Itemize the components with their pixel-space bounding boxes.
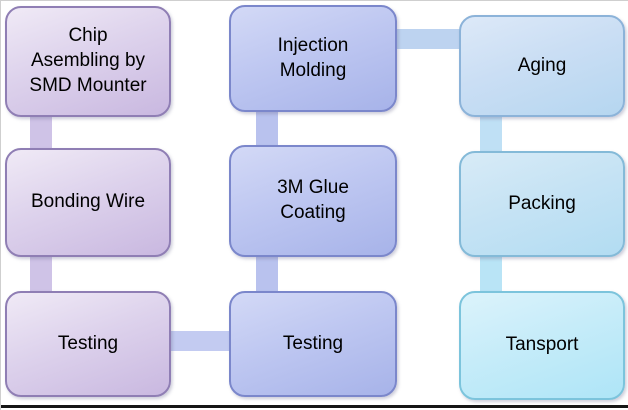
flow-node-packing: Packing xyxy=(459,151,625,257)
flow-node-testing-left: Testing xyxy=(5,291,171,397)
connector-testing-to-testing xyxy=(169,331,231,351)
node-label-glue-coating: 3M Glue Coating xyxy=(277,177,349,223)
connector-glue-to-injection xyxy=(256,110,278,147)
connector-injection-to-aging xyxy=(395,29,461,49)
flow-node-glue-coating: 3M Glue Coating xyxy=(229,145,397,257)
connector-chip-to-bonding xyxy=(30,115,52,150)
node-label-transport: Tansport xyxy=(505,334,579,356)
connector-testing-to-glue xyxy=(256,255,278,293)
flow-node-chip-assembling: Chip Asembling by SMD Mounter xyxy=(5,6,171,117)
connector-packing-to-transport xyxy=(480,255,502,293)
node-label-testing-left: Testing xyxy=(57,332,119,354)
node-label-aging: Aging xyxy=(517,54,567,76)
connector-bonding-to-testing xyxy=(30,255,52,293)
node-label-chip-assembling: Chip Asembling by SMD Mounter xyxy=(29,25,147,96)
flow-node-transport: Tansport xyxy=(459,291,625,400)
node-label-testing-middle: Testing xyxy=(282,332,344,354)
node-label-packing: Packing xyxy=(508,192,576,214)
flow-node-testing-middle: Testing xyxy=(229,291,397,397)
node-label-injection-molding: Injection Molding xyxy=(277,34,349,81)
flow-node-bonding-wire: Bonding Wire xyxy=(5,148,171,257)
flow-node-injection-molding: Injection Molding xyxy=(229,5,397,112)
node-label-bonding-wire: Bonding Wire xyxy=(30,191,146,213)
bottom-border-line xyxy=(1,405,628,408)
connector-aging-to-packing xyxy=(480,115,502,153)
flow-node-aging: Aging xyxy=(459,15,625,117)
